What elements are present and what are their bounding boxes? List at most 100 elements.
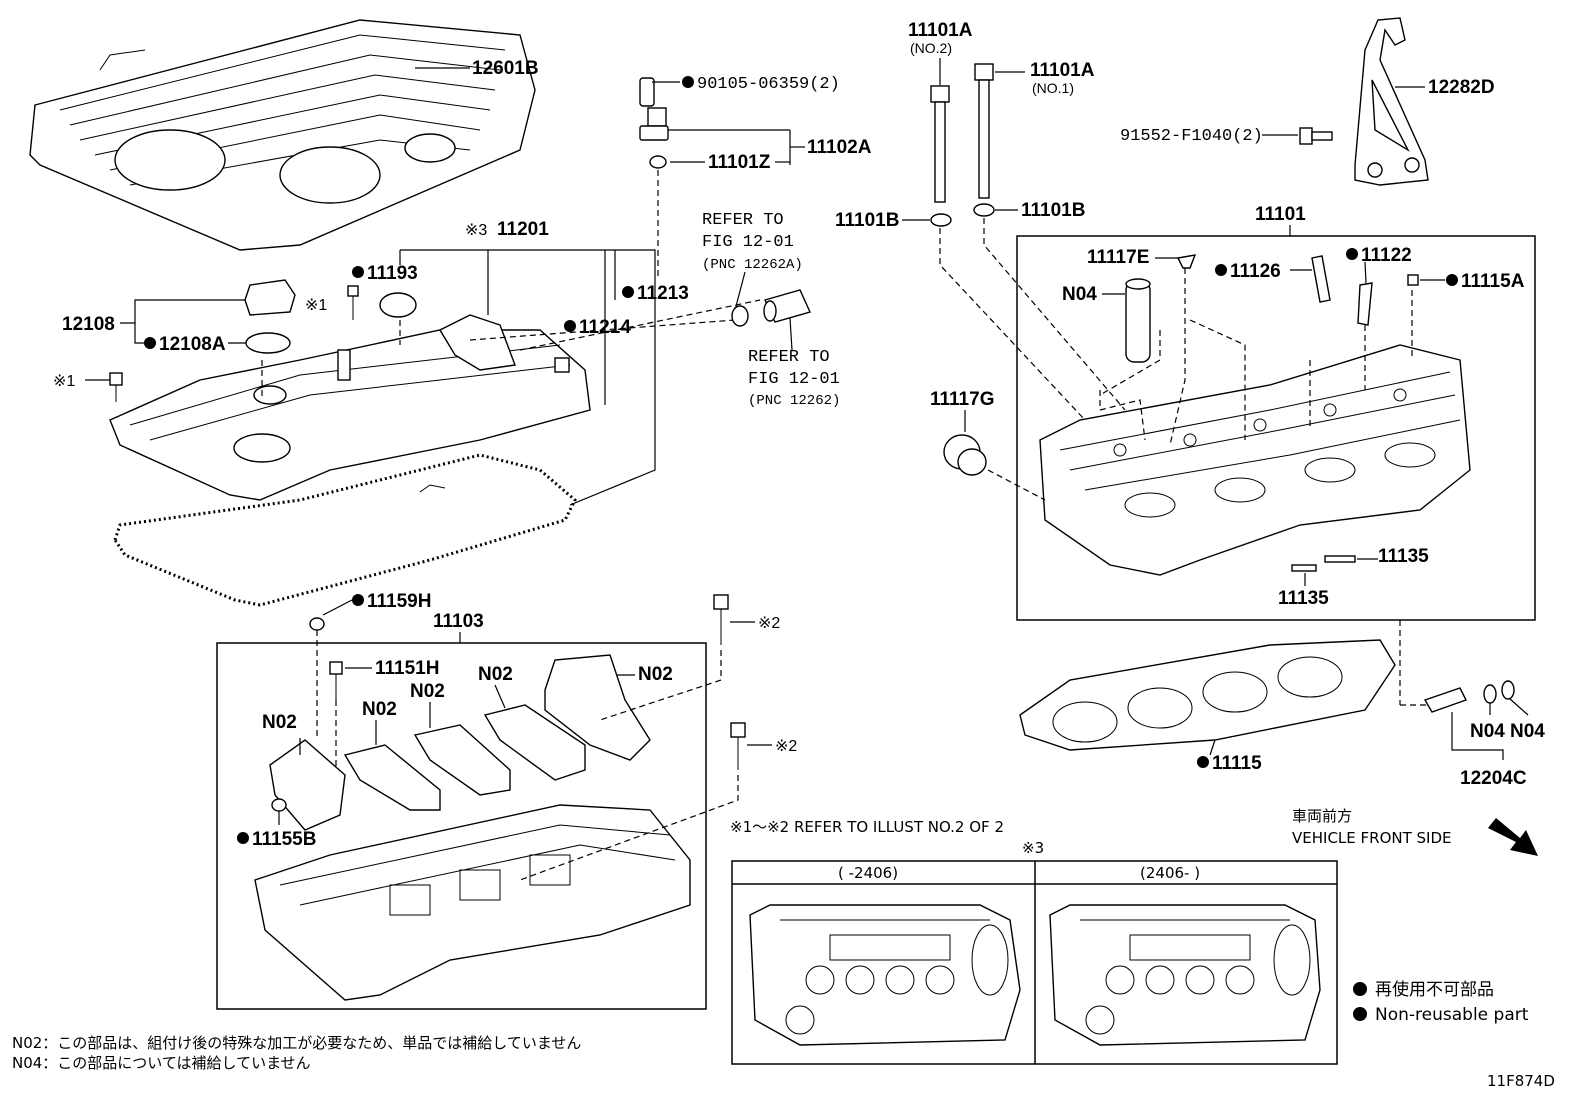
label-12204C: 12204C (1460, 768, 1527, 789)
engine-hanger-illustration (1354, 17, 1429, 186)
label-N02-3: N02 (410, 681, 445, 702)
bolt-illustration (109, 372, 123, 402)
oil-pressure-switch-illustration (1423, 680, 1515, 713)
label-11214: 11214 (579, 317, 631, 338)
cylinder-head-illustration (1039, 344, 1471, 576)
label-N02-5: N02 (638, 664, 673, 685)
label-11213: 11213 (637, 283, 689, 304)
plug-illustration (1407, 274, 1419, 286)
cam-cap-illustration (269, 654, 651, 831)
cover-variant-left-illustration (749, 904, 1021, 1046)
label-11126: 11126 (1230, 261, 1281, 282)
label-90105-06359: 90105-06359(2) (697, 75, 840, 94)
plug-illustration (271, 798, 287, 812)
n04-footnote: N04：この部品については補給していません (12, 1054, 311, 1072)
label-12108A: 12108A (159, 334, 226, 355)
legend-en: Non-reusable part (1375, 1005, 1529, 1025)
refer-fig-a-line2: FIG 12-01 (702, 233, 794, 252)
tube-illustration (1125, 278, 1151, 363)
pin-illustration (1311, 255, 1331, 303)
label-12108: 12108 (62, 314, 115, 335)
refer-fig-b-line2: FIG 12-01 (748, 370, 840, 389)
label-11101A-no2-sub: (NO.2) (910, 40, 952, 56)
oil-filler-cap-illustration (244, 279, 296, 354)
label-12601B: 12601B (472, 58, 539, 79)
head-bolt-no2-illustration (930, 85, 950, 203)
cover-gasket (113, 453, 577, 607)
bolt-illustration (347, 285, 359, 320)
label-11155B: 11155B (252, 829, 316, 850)
plug-illustration (1176, 254, 1197, 269)
head-gasket-illustration (1019, 639, 1396, 751)
label-11201: 11201 (497, 219, 549, 240)
label-11101B-left: 11101B (835, 210, 899, 231)
head-bolt-no1-illustration (974, 63, 994, 199)
label-11101Z: 11101Z (708, 152, 771, 173)
label-N02-4: N02 (478, 664, 513, 685)
label-11193: 11193 (367, 263, 418, 284)
camshaft-housing-box (216, 642, 707, 1010)
refer-fig-b-line3: (PNC 12262) (748, 393, 840, 409)
dowel-illustration (1324, 555, 1356, 563)
figure-code: 11F874D (1487, 1072, 1555, 1090)
non-reusable-marker (682, 76, 694, 88)
mark-1-a: ※1 (305, 297, 327, 314)
label-12282D: 12282D (1428, 77, 1495, 98)
dowel-illustration (1291, 564, 1317, 572)
washer (930, 213, 952, 227)
refer-fig-a-line3: (PNC 12262A) (702, 257, 803, 273)
variant-right-header: (2406- ) (1140, 864, 1200, 882)
cam-sensor-illustration (639, 77, 669, 169)
washer (973, 203, 995, 217)
refer-illust-note: ※1～※2 REFER TO ILLUST NO.2 OF 2 (730, 818, 1004, 836)
label-11102A: 11102A (807, 137, 872, 158)
legend-marker (1353, 1007, 1367, 1021)
label-11117G: 11117G (930, 389, 994, 410)
label-91552-F1040: 91552-F1040(2) (1120, 127, 1263, 146)
label-11115A: 11115A (1461, 271, 1525, 292)
seal-illustration (943, 434, 987, 476)
label-11135-a: 11135 (1378, 546, 1429, 567)
refer-fig-a-line1: REFER TO (702, 211, 784, 230)
label-11101A-no2: 11101A (908, 20, 973, 41)
cylinder-head-box (1016, 235, 1536, 621)
vehicle-front-jp: 車両前方 (1292, 807, 1352, 825)
hose-clamp-illustration (731, 305, 749, 327)
refer-fig-b-line1: REFER TO (748, 348, 830, 367)
label-11122: 11122 (1361, 245, 1412, 266)
mark-1-b: ※1 (53, 373, 75, 390)
label-11101A-no1: 11101A (1030, 60, 1095, 81)
pin-illustration (1357, 282, 1373, 326)
n02-footnote: N02：この部品は、組付け後の特殊な加工が必要なため、単品では補給していません (12, 1034, 581, 1052)
mark-3-header: ※3 (1022, 839, 1044, 857)
front-arrow-icon (1488, 818, 1538, 856)
label-11159H: 11159H (367, 591, 431, 612)
legend-marker (1353, 982, 1367, 996)
hanger-bolt-illustration (1299, 127, 1333, 145)
label-11103: 11103 (433, 611, 484, 632)
camshaft-housing-illustration (254, 804, 691, 1001)
hose-illustration (763, 289, 811, 323)
bolt-illustration (713, 594, 729, 645)
vehicle-front-en: VEHICLE FRONT SIDE (1292, 829, 1452, 847)
label-11115: 11115 (1212, 753, 1262, 774)
plug-illustration (309, 617, 325, 631)
legend-jp: 再使用不可部品 (1375, 979, 1494, 1000)
label-N02-1: N02 (262, 712, 297, 733)
mark-2-a: ※2 (758, 615, 780, 632)
label-11151H: 11151H (375, 658, 439, 679)
label-11117E: 11117E (1087, 247, 1149, 268)
cover-variant-right-illustration (1049, 904, 1321, 1046)
cylinder-head-cover-illustration (109, 314, 591, 501)
label-11101A-no1-sub: (NO.1) (1032, 80, 1074, 96)
mark-3-11201: ※3 (465, 222, 487, 239)
label-N04-top: N04 (1062, 284, 1097, 305)
bolt-illustration (730, 722, 746, 770)
label-N02-2: N02 (362, 699, 397, 720)
engine-cover-illustration (29, 19, 536, 251)
label-11135-b: 11135 (1278, 588, 1329, 609)
label-N04-b: N04 (1510, 721, 1545, 742)
label-11101: 11101 (1255, 204, 1306, 225)
label-11101B-right: 11101B (1021, 200, 1085, 221)
variant-left-header: ( -2406) (838, 864, 898, 882)
